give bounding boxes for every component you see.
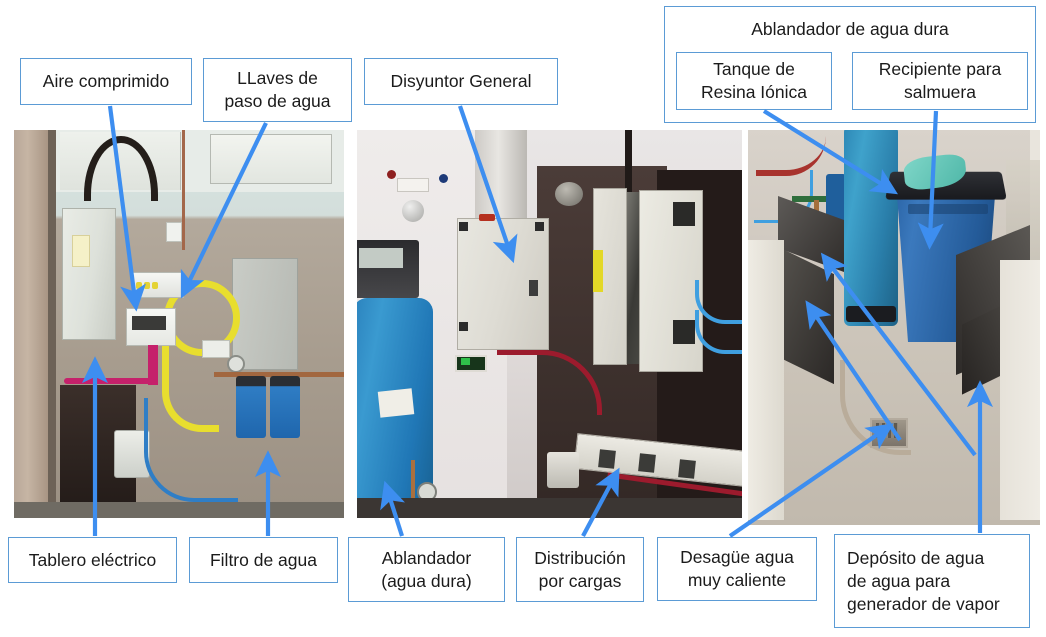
label-llaves-paso-agua[interactable]: LLaves de paso de agua [203,58,352,122]
label-group-title: Ablandador de agua dura [751,19,949,39]
label-text: Filtro de agua [209,549,317,570]
label-text: Desagüe agua muy caliente [680,547,794,590]
label-aire-comprimido[interactable]: Aire comprimido [20,58,192,105]
label-text: Aire comprimido [42,71,170,91]
label-desague-agua-muy-caliente[interactable]: Desagüe agua muy caliente [657,537,817,601]
photo-machine-room-wall [14,130,344,518]
photo-resin-tank-and-brine [748,130,1040,525]
label-text: Ablandador (agua dura) [381,547,472,591]
label-deposito-agua-generador-vapor[interactable]: Depósito de agua de agua para generador … [834,534,1030,628]
label-ablandador-agua-dura[interactable]: Ablandador (agua dura) [348,537,505,602]
label-text: Tanque de Resina Iónica [700,59,808,102]
label-text: Recipiente para salmuera [878,59,1002,102]
label-text: Depósito de agua de agua para generador … [847,547,1000,614]
label-recipiente-salmuera[interactable]: Recipiente para salmuera [852,52,1028,110]
label-tanque-resina-ionica[interactable]: Tanque de Resina Iónica [676,52,832,110]
label-filtro-de-agua[interactable]: Filtro de agua [189,537,338,583]
label-text: Disyuntor General [390,71,532,91]
label-text: LLaves de paso de agua [224,68,331,111]
label-text: Distribución por cargas [534,547,626,591]
label-text: Tablero eléctrico [28,549,157,570]
label-distribucion-por-cargas[interactable]: Distribución por cargas [516,537,644,602]
label-tablero-electrico[interactable]: Tablero eléctrico [8,537,177,583]
label-disyuntor-general[interactable]: Disyuntor General [364,58,558,105]
photo-softener-and-breaker [357,130,742,518]
